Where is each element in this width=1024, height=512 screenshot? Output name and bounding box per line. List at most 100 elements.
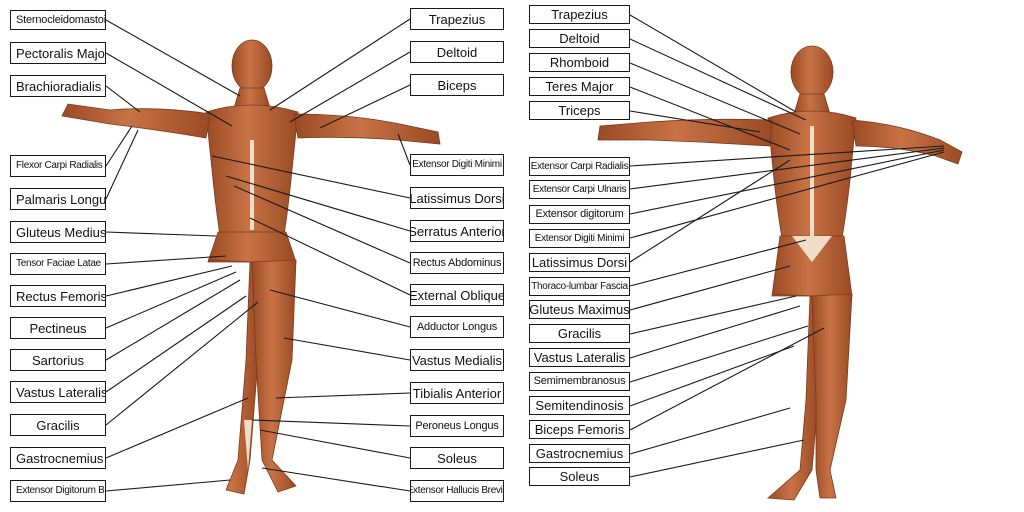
leader-line bbox=[105, 279, 241, 361]
leader-line bbox=[105, 255, 227, 265]
label-front-extensor-digiti-minimi: Extensor Digiti Minimi bbox=[410, 154, 504, 176]
leader-line bbox=[269, 18, 411, 111]
leader-line bbox=[275, 392, 411, 399]
label-front-extensor-digitorum-brevis: Extensor Digitorum Brevis bbox=[10, 480, 106, 502]
label-back-semimembranosus: Semimembranosus bbox=[529, 372, 630, 391]
leader-line bbox=[629, 145, 945, 167]
leader-line bbox=[105, 479, 231, 492]
label-front-extensor-hallucis-brevis: Extensor Hallucis Brevis bbox=[410, 480, 504, 502]
leader-line bbox=[629, 159, 791, 263]
label-front-rectus-abdominus: Rectus Abdominus bbox=[410, 252, 504, 274]
back-head bbox=[790, 45, 834, 99]
leader-line bbox=[629, 147, 945, 190]
label-back-extensor-carpi-ulnaris: Extensor Carpi Ulnaris bbox=[529, 180, 630, 199]
leader-line bbox=[629, 110, 761, 133]
label-front-sternocleidomastoid: Sternocleidomastoid bbox=[10, 10, 106, 30]
label-back-latissimus-dorsi: Latissimus Dorsi bbox=[529, 253, 630, 272]
label-back-trapezius: Trapezius bbox=[529, 5, 630, 24]
label-back-gracilis: Gracilis bbox=[529, 324, 630, 343]
front-left-arm bbox=[293, 113, 441, 145]
label-front-biceps: Biceps bbox=[410, 74, 504, 96]
front-shin-tendon bbox=[244, 420, 252, 470]
label-front-flexor-carpi-radialis: Flexor Carpi Radialis bbox=[10, 155, 106, 177]
leader-line bbox=[629, 325, 809, 383]
front-pelvis bbox=[207, 231, 297, 263]
label-back-vastus-lateralis: Vastus Lateralis bbox=[529, 348, 630, 367]
label-back-extensor-digitorum: Extensor digitorum bbox=[529, 205, 630, 224]
label-front-brachioradialis: Brachioradialis bbox=[10, 75, 106, 97]
label-front-tensor-faciae-latae: Tensor Faciae Latae bbox=[10, 253, 106, 275]
label-front-adductor-longus: Adductor Longus bbox=[410, 316, 504, 338]
leader-line bbox=[105, 52, 233, 127]
label-front-serratus-anterior: Serratus Anterior bbox=[410, 220, 504, 242]
leader-line bbox=[319, 84, 411, 129]
leader-lines bbox=[105, 14, 945, 492]
leader-line bbox=[269, 289, 411, 328]
label-front-rectus-femoris: Rectus Femoris bbox=[10, 285, 106, 307]
label-back-biceps-femoris: Biceps Femoris bbox=[529, 420, 630, 439]
label-front-soleus: Soleus bbox=[410, 447, 504, 469]
leader-line bbox=[105, 129, 139, 200]
leader-line bbox=[105, 301, 259, 426]
label-back-teres-major: Teres Major bbox=[529, 77, 630, 96]
leader-line bbox=[629, 14, 797, 113]
label-back-deltoid: Deltoid bbox=[529, 29, 630, 48]
leader-line bbox=[629, 327, 825, 431]
label-front-vastus-lateralis: Vastus Lateralis bbox=[10, 381, 106, 403]
leader-line bbox=[629, 345, 795, 407]
leader-line bbox=[397, 133, 411, 166]
front-left-leg bbox=[251, 259, 297, 493]
leader-line bbox=[629, 407, 791, 455]
label-front-pectoralis-major: Pectoralis Major bbox=[10, 42, 106, 64]
leader-line bbox=[283, 337, 411, 361]
leader-line bbox=[629, 86, 791, 151]
label-back-semitendinosis: Semitendinosis bbox=[529, 396, 630, 415]
label-front-gluteus-medius: Gluteus Medius bbox=[10, 221, 106, 243]
leader-line bbox=[105, 265, 233, 297]
leader-line bbox=[249, 217, 411, 296]
label-back-extensor-carpi-radialis: Extensor Carpi Radialis bbox=[529, 157, 630, 176]
leader-line bbox=[629, 149, 945, 215]
front-linea-alba bbox=[250, 140, 254, 230]
leader-line bbox=[629, 239, 807, 287]
leader-line bbox=[105, 19, 241, 97]
label-front-pectineus: Pectineus bbox=[10, 317, 106, 339]
leader-line bbox=[289, 51, 411, 123]
label-back-gastrocnemius: Gastrocnemius bbox=[529, 444, 630, 463]
leader-line bbox=[629, 151, 945, 239]
leader-line bbox=[629, 305, 801, 359]
back-left-leg bbox=[767, 293, 819, 501]
leader-line bbox=[251, 419, 411, 427]
label-front-external-oblique: External Oblique bbox=[410, 284, 504, 306]
front-right-arm bbox=[61, 103, 211, 139]
leader-line bbox=[105, 231, 217, 237]
leader-line bbox=[629, 38, 807, 121]
label-back-extensor-digiti-minimi: Extensor Digiti Minimi bbox=[529, 229, 630, 248]
leader-line bbox=[629, 62, 801, 135]
leader-line bbox=[105, 85, 141, 113]
back-spine bbox=[810, 126, 814, 236]
label-front-peroneus-longus: Peroneus Longus bbox=[410, 415, 504, 437]
leader-line bbox=[261, 467, 411, 492]
leader-line bbox=[629, 265, 791, 311]
leader-line bbox=[233, 185, 411, 264]
leader-line bbox=[225, 175, 411, 232]
label-front-gracilis: Gracilis bbox=[10, 414, 106, 436]
label-back-triceps: Triceps bbox=[529, 101, 630, 120]
label-back-gluteus-maximus: Gluteus Maximus bbox=[529, 300, 630, 319]
leader-line bbox=[629, 295, 797, 335]
front-body-figure bbox=[61, 39, 441, 495]
label-back-soleus: Soleus bbox=[529, 467, 630, 486]
leader-line bbox=[105, 295, 247, 393]
label-front-vastus-medialis: Vastus Medialis bbox=[410, 349, 504, 371]
label-front-latissimus-dorsi: Latissimus Dorsi bbox=[410, 187, 504, 209]
leader-line bbox=[105, 125, 133, 167]
label-front-tibialis-anterior: Tibialis Anterior bbox=[410, 382, 504, 404]
leader-line bbox=[259, 429, 411, 459]
back-body-figure bbox=[597, 45, 963, 501]
label-front-trapezius: Trapezius bbox=[410, 8, 504, 30]
leader-line bbox=[105, 397, 249, 459]
label-front-palmaris-longus: Palmaris Longus bbox=[10, 188, 106, 210]
